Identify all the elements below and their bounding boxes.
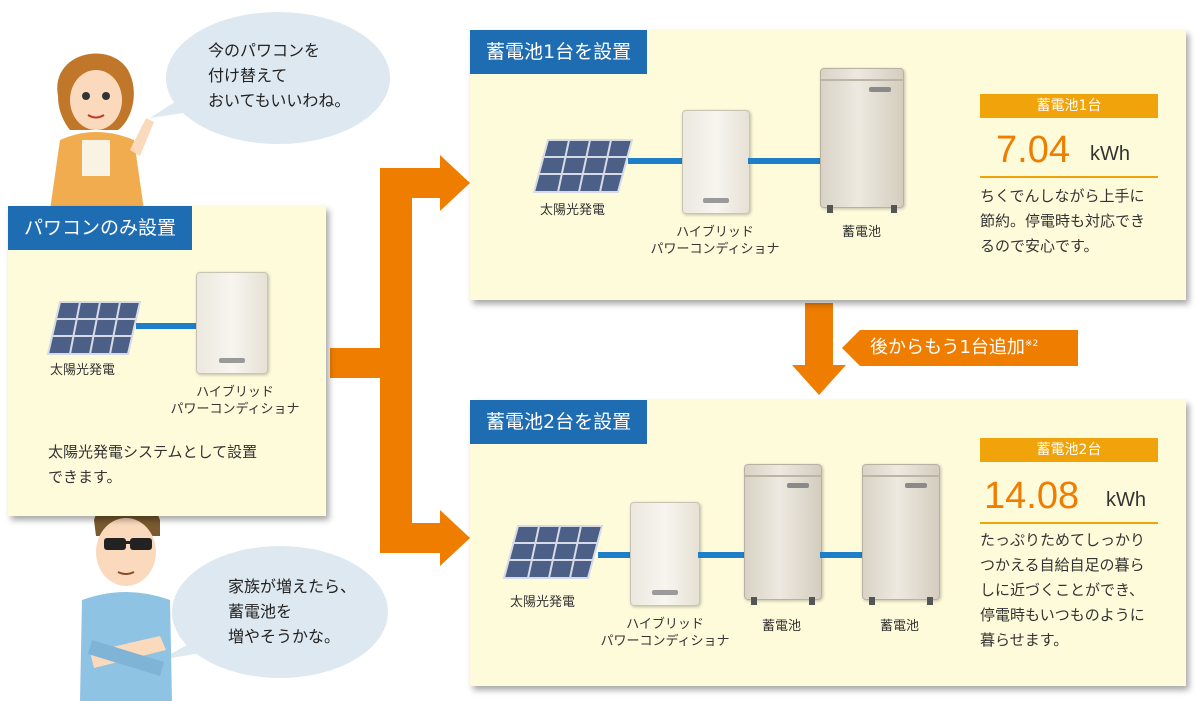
solar-panel-icon (46, 301, 142, 355)
pcs-label-line: パワーコンディショナ (650, 242, 780, 257)
solar-label: 太陽光発電 (50, 363, 116, 378)
panel-two-wire-2 (698, 552, 746, 558)
description-line: たっぷりためてしっかり (980, 531, 1146, 549)
woman-speech-line: 付け替えて (208, 66, 288, 85)
down-arrow (792, 303, 846, 395)
panel-one-title: 蓄電池1台を設置 (470, 30, 648, 74)
description-line: しに近づくことができ、 (980, 581, 1144, 599)
description-line: できます。 (48, 468, 122, 486)
woman-speech-text: 今のパワコンを 付け替えて おいてもいいわね。 (208, 38, 350, 113)
battery-label: 蓄電池 (762, 619, 802, 634)
pcs-label: ハイブリッド パワーコンディショナ (160, 384, 310, 418)
add-note-ref: ※2 (1024, 339, 1039, 349)
panel-one-wire-1 (628, 158, 684, 164)
description-line: 暮らせます。 (980, 631, 1069, 649)
add-note-text: 後からもう1台追加※2 (870, 328, 1038, 368)
capacity-header: 蓄電池2台 (980, 438, 1158, 462)
description-line: つかえる自給自足の暮ら (980, 556, 1145, 574)
battery-unit-icon (862, 464, 940, 605)
panel-two-batteries: 蓄電池2台を設置 太陽光発電 ハイブリッド パワーコンディショナ 蓄電池 蓄電池… (470, 400, 1186, 686)
solar-panel-icon (502, 525, 604, 579)
pcs-label-line: パワーコンディショナ (170, 402, 300, 417)
woman-speech-bubble (150, 12, 390, 144)
add-note-tag (842, 330, 1078, 366)
pcs-label-line: ハイブリッド (676, 225, 754, 240)
man-figure-icon (80, 499, 172, 701)
capacity-header: 蓄電池1台 (980, 94, 1158, 118)
power-conditioner-icon (682, 110, 750, 214)
description-line: るので安心です。 (980, 237, 1099, 255)
solar-label: 太陽光発電 (510, 595, 576, 610)
power-conditioner-icon (196, 272, 268, 374)
add-note-label: 後からもう1台追加 (870, 337, 1025, 358)
branch-arrow (330, 155, 470, 566)
description-line: 停電時もいつものように (980, 606, 1145, 624)
panel-pcs-only-wire (136, 323, 198, 329)
pcs-label-line: ハイブリッド (196, 385, 274, 400)
capacity-value: 14.08 (984, 475, 1080, 517)
battery-label: 蓄電池 (842, 225, 882, 240)
man-speech-line: 蓄電池を (228, 602, 293, 621)
man-speech-text: 家族が増えたら、 蓄電池を 増やそうかな。 (228, 574, 356, 649)
panel-two-wire-3 (820, 552, 864, 558)
solar-label: 太陽光発電 (540, 203, 606, 218)
woman-speech-line: おいてもいいわね。 (208, 91, 351, 110)
pcs-label-line: ハイブリッド (626, 617, 704, 632)
battery-unit-icon (820, 68, 904, 213)
capacity-unit: kWh (1106, 489, 1146, 511)
solar-panel-icon (532, 139, 634, 193)
panel-one-wire-2 (748, 158, 822, 164)
woman-speech-line: 今のパワコンを (208, 41, 321, 60)
capacity-unit: kWh (1090, 143, 1130, 165)
battery-unit-icon (744, 464, 822, 605)
pcs-label: ハイブリッド パワーコンディショナ (640, 224, 790, 258)
panel-two-title: 蓄電池2台を設置 (470, 400, 648, 444)
description-line: 節約。停電時も対応でき (980, 212, 1146, 230)
panel-one-battery: 蓄電池1台を設置 太陽光発電 ハイブリッド パワーコンディショナ 蓄電池 蓄電池… (470, 30, 1186, 300)
panel-two-wire-1 (598, 552, 632, 558)
woman-figure-icon (50, 53, 154, 210)
battery-label: 蓄電池 (880, 619, 920, 634)
man-speech-bubble (160, 546, 388, 678)
power-conditioner-icon (630, 502, 700, 606)
panel-two-description: たっぷりためてしっかり つかえる自給自足の暮ら しに近づくことができ、 停電時も… (980, 528, 1180, 653)
man-speech-line: 家族が増えたら、 (228, 577, 357, 596)
capacity-rule (980, 176, 1158, 178)
pcs-label: ハイブリッド パワーコンディショナ (590, 616, 740, 650)
panel-pcs-only-title: パワコンのみ設置 (8, 206, 193, 250)
pcs-label-line: パワーコンディショナ (600, 634, 730, 649)
description-line: ちくでんしながら上手に (980, 187, 1145, 205)
panel-one-description: ちくでんしながら上手に 節約。停電時も対応でき るので安心です。 (980, 184, 1180, 259)
panel-pcs-only: パワコンのみ設置 太陽光発電 ハイブリッド パワーコンディショナ 太陽光発電シス… (8, 206, 326, 516)
capacity-value: 7.04 (996, 129, 1070, 171)
panel-pcs-only-description: 太陽光発電システムとして設置 できます。 (48, 440, 318, 490)
capacity-rule (980, 522, 1158, 524)
description-line: 太陽光発電システムとして設置 (48, 443, 258, 461)
man-speech-line: 増やそうかな。 (228, 627, 341, 646)
